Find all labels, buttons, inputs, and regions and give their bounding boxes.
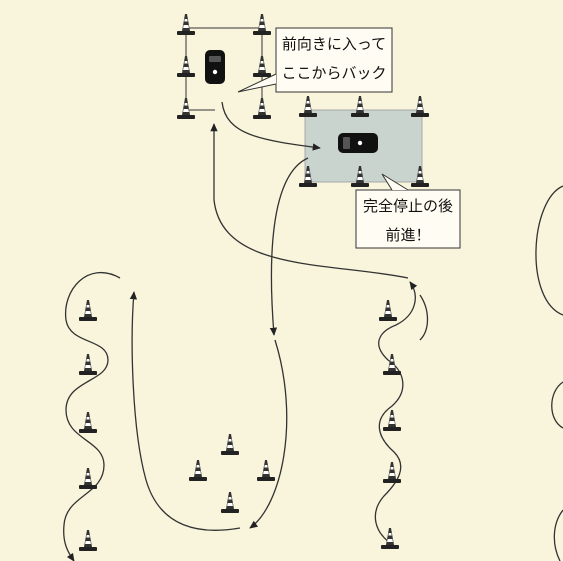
path-far-right-arc xyxy=(535,185,563,316)
route-paths xyxy=(63,101,563,561)
callout-reverse-line2: ここからバック xyxy=(281,64,387,82)
path-left-slalom xyxy=(63,272,121,561)
path-into-parking xyxy=(221,101,321,151)
callout-box-stop xyxy=(355,173,461,249)
car-icon xyxy=(338,133,378,153)
path-far-right-arc-2 xyxy=(551,381,563,429)
callout-stop-note: 完全停止の後 前進！ xyxy=(358,192,458,250)
path-up-to-box xyxy=(210,123,409,279)
path-down-from-parking xyxy=(269,157,309,336)
path-right-slalom xyxy=(374,281,418,549)
cones-right-slalom xyxy=(379,300,401,549)
callout-reverse-line1: 前向きに入って xyxy=(281,35,387,53)
path-top-right-arc xyxy=(419,294,429,341)
callout-stop-line2: 前進！ xyxy=(385,226,431,244)
path-bottom-loop xyxy=(249,339,288,529)
callout-box-reverse xyxy=(237,27,393,93)
path-far-right-arc-3 xyxy=(553,509,563,561)
callout-reverse-note: 前向きに入って ここからバック xyxy=(278,30,390,88)
car-icon xyxy=(205,50,225,84)
path-left-return xyxy=(129,291,241,531)
cones-middle-cluster xyxy=(189,434,275,513)
callout-stop-line1: 完全停止の後 xyxy=(362,197,453,215)
